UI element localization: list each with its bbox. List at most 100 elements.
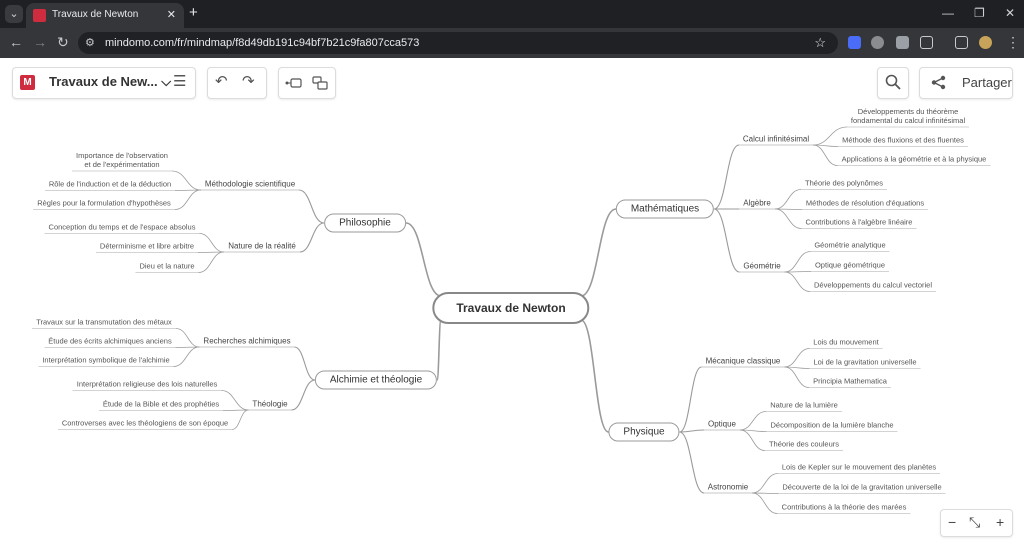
add-subtopic-icon[interactable] <box>312 76 328 95</box>
leaf-topic[interactable]: Lois de Kepler sur le mouvement des plan… <box>781 462 937 472</box>
leaf-topic[interactable]: Conception du temps et de l'espace absol… <box>48 222 196 232</box>
connector-line <box>298 189 325 224</box>
extensions-puzzle-icon[interactable] <box>920 36 933 49</box>
connector-line <box>739 411 767 431</box>
subtopic[interactable]: Calcul infinitésimal <box>742 134 810 144</box>
subtopic[interactable]: Astronomie <box>707 482 749 492</box>
connector-line <box>739 429 766 451</box>
extension-icon[interactable] <box>871 36 884 49</box>
main-topic[interactable]: Philosophie <box>324 213 406 233</box>
leaf-topic[interactable]: Principia Mathematica <box>813 376 887 386</box>
map-title-group: M Travaux de New... ⌵ ☰ <box>12 67 196 99</box>
leaf-topic[interactable]: Méthodes de résolution d'équations <box>805 198 925 208</box>
share-icon <box>931 75 946 95</box>
tab-close-icon[interactable]: ✕ <box>166 9 176 21</box>
leaf-topic[interactable]: Interprétation symbolique de l'alchimie <box>42 355 170 365</box>
site-info-icon[interactable]: ⚙ <box>85 37 95 49</box>
connector-line <box>812 126 848 146</box>
leaf-topic[interactable]: Étude des écrits alchimiques anciens <box>48 336 172 346</box>
close-window-button[interactable]: ✕ <box>1005 6 1016 20</box>
subtopic[interactable]: Géométrie <box>743 261 781 271</box>
extension-icon[interactable] <box>896 36 909 49</box>
browser-tab[interactable]: Travaux de Newton ✕ <box>26 3 184 28</box>
leaf-topic[interactable]: Géométrie analytique <box>814 240 886 250</box>
leaf-topic[interactable]: Théorie des polynômes <box>805 178 883 188</box>
leaf-topic[interactable]: Étude de la Bible et des prophéties <box>102 399 220 409</box>
leaf-topic[interactable]: Règles pour la formulation d'hypothèses <box>37 198 171 208</box>
connector-line <box>294 346 316 381</box>
leaf-topic[interactable]: Découverte de la loi de la gravitation u… <box>782 482 942 492</box>
restore-button[interactable]: ❐ <box>974 6 985 20</box>
subtopic[interactable]: Recherches alchimiques <box>203 336 291 346</box>
forward-icon[interactable]: → <box>33 34 47 50</box>
zoom-out-icon[interactable]: − <box>948 514 957 530</box>
mindomo-logo-icon[interactable]: M <box>20 75 35 90</box>
add-topic-icon[interactable] <box>285 76 302 88</box>
subtopic[interactable]: Nature de la réalité <box>228 241 296 251</box>
leaf-topic[interactable]: Travaux sur la transmutation des métaux <box>36 317 172 327</box>
main-topic[interactable]: Mathématiques <box>615 199 715 219</box>
connector-line <box>812 144 838 166</box>
leaf-topic[interactable]: Décomposition de la lumière blanche <box>770 420 894 430</box>
url-text[interactable]: mindomo.com/fr/mindmap/f8d49db191c94bf7b… <box>105 37 420 49</box>
chevron-down-icon[interactable]: ⌵ <box>161 74 172 89</box>
share-button[interactable]: Partager <box>919 67 1013 99</box>
subtopic[interactable]: Méthodologie scientifique <box>204 179 296 189</box>
new-tab-button[interactable]: + <box>189 4 198 21</box>
browser-menu-icon[interactable]: ⋮ <box>1006 34 1020 50</box>
subtopic[interactable]: Théologie <box>252 399 288 409</box>
leaf-topic[interactable]: Contributions à la théorie des marées <box>781 502 907 512</box>
leaf-topic[interactable]: Interprétation religieuse des lois natur… <box>76 379 218 389</box>
zoom-in-icon[interactable]: + <box>996 514 1005 530</box>
connector-line <box>174 189 202 210</box>
connector-line <box>291 379 316 411</box>
leaf-topic[interactable]: Théorie des couleurs <box>768 439 840 449</box>
redo-icon[interactable]: ↷ <box>242 73 255 90</box>
leaf-topic[interactable]: Rôle de l'induction et de la déduction <box>48 179 172 189</box>
extension-icon[interactable] <box>848 36 861 49</box>
subtopic[interactable]: Algèbre <box>743 198 771 208</box>
connector-line <box>222 409 249 411</box>
leaf-topic[interactable]: Dieu et la nature <box>139 261 195 271</box>
leaf-topic[interactable]: Controverses avec les théologiens de son… <box>61 418 229 428</box>
main-topic[interactable]: Alchimie et théologie <box>314 370 438 390</box>
leaf-topic[interactable]: Optique géométrique <box>814 260 886 270</box>
main-topic[interactable]: Physique <box>608 422 680 442</box>
connector-line <box>679 429 705 433</box>
side-panel-icon[interactable] <box>955 36 968 49</box>
leaf-topic[interactable]: Lois du mouvement <box>813 337 879 347</box>
connector-line <box>784 348 810 368</box>
map-title[interactable]: Travaux de New... ⌵ <box>49 74 172 89</box>
leaf-topic[interactable]: Applications à la géométrie et à la phys… <box>841 154 987 164</box>
leaf-topic[interactable]: Loi de la gravitation universelle <box>813 357 917 367</box>
subtopic[interactable]: Mécanique classique <box>705 356 781 366</box>
menu-icon[interactable]: ☰ <box>173 73 187 90</box>
subtopic[interactable]: Optique <box>707 419 737 429</box>
profile-avatar[interactable] <box>979 36 992 49</box>
connector-line <box>784 251 811 273</box>
leaf-topic[interactable]: Méthode des fluxions et des fluentes <box>842 135 964 145</box>
connector-line <box>173 346 200 367</box>
reload-icon[interactable]: ↻ <box>57 34 69 50</box>
leaf-topic[interactable]: Déterminisme et libre arbitre <box>99 241 195 251</box>
bookmark-star-icon[interactable]: ☆ <box>814 35 826 50</box>
root-topic[interactable]: Travaux de Newton <box>432 292 590 324</box>
undo-icon[interactable]: ↶ <box>215 73 228 90</box>
connector-line <box>751 473 779 494</box>
leaf-topic[interactable]: Développements du calcul vectoriel <box>814 280 932 290</box>
connector-line <box>405 222 442 297</box>
back-icon[interactable]: ← <box>9 34 23 50</box>
connector-line <box>580 208 617 297</box>
tab-list-button[interactable]: ⌄ <box>5 5 23 23</box>
mindomo-favicon-icon <box>33 9 46 22</box>
address-bar[interactable]: ⚙ mindomo.com/fr/mindmap/f8d49db191c94bf… <box>78 32 838 54</box>
minimize-button[interactable]: — <box>942 6 954 20</box>
leaf-topic[interactable]: Contributions à l'algèbre linéaire <box>805 217 913 227</box>
connector-line <box>784 271 811 292</box>
search-icon[interactable] <box>885 74 901 95</box>
search-group <box>877 67 909 99</box>
leaf-topic[interactable]: Nature de la lumière <box>770 400 838 410</box>
fit-to-screen-icon[interactable]: ⤡ <box>969 514 981 530</box>
